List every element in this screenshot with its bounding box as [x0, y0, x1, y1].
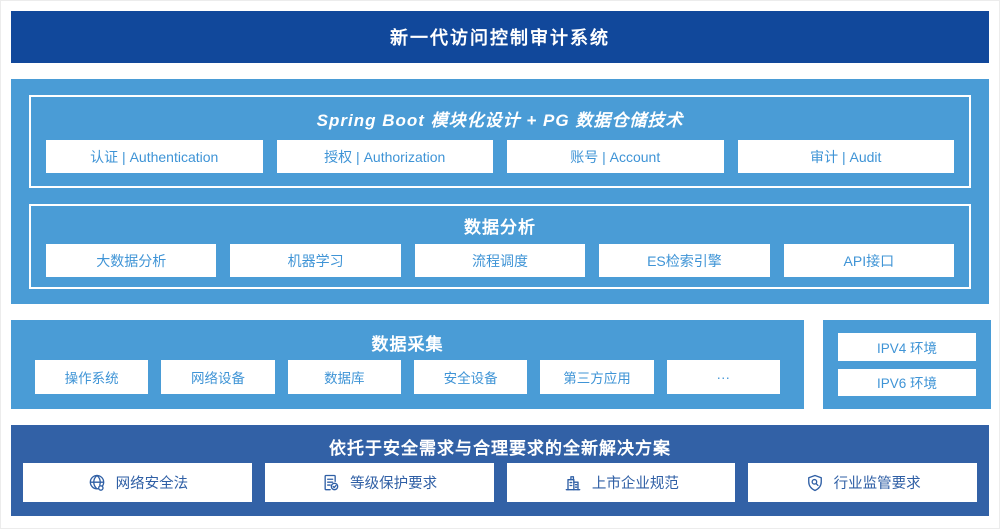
platform-section: Spring Boot 模块化设计 + PG 数据仓储技术 认证 | Authe…: [11, 79, 989, 304]
module-authentication: 认证 | Authentication: [46, 140, 263, 173]
data-analysis-box: 数据分析 大数据分析 机器学习 流程调度 ES检索引擎 API接口: [29, 204, 971, 289]
spring-boot-modules: 认证 | Authentication 授权 | Authorization 账…: [46, 140, 954, 173]
requirement-label: 网络安全法: [115, 476, 189, 492]
module-account: 账号 | Account: [507, 140, 724, 173]
system-title-banner: 新一代访问控制审计系统: [11, 11, 989, 63]
source-operating-system: 操作系统: [35, 360, 149, 394]
data-collection-section: 数据采集 操作系统 网络设备 数据库 安全设备 第三方应用 ···: [11, 320, 804, 409]
data-analysis-title: 数据分析: [464, 217, 536, 237]
globe-icon: [87, 473, 107, 493]
data-collection-sources: 操作系统 网络设备 数据库 安全设备 第三方应用 ···: [35, 360, 780, 394]
requirement-classified-protection: 等级保护要求: [264, 463, 494, 502]
source-third-party-app: 第三方应用: [540, 360, 654, 394]
spring-boot-module-box: Spring Boot 模块化设计 + PG 数据仓储技术 认证 | Authe…: [29, 95, 971, 188]
requirement-label: 行业监管要求: [833, 476, 921, 492]
requirement-label: 等级保护要求: [350, 476, 438, 492]
requirement-listed-company-standard: 上市企业规范: [506, 463, 736, 502]
solution-requirements: 网络安全法 等级保护要求: [23, 463, 977, 502]
building-icon: [563, 473, 583, 493]
data-collection-title: 数据采集: [371, 335, 444, 354]
spring-boot-title: Spring Boot 模块化设计 + PG 数据仓储技术: [316, 111, 684, 130]
module-audit: 审计 | Audit: [737, 140, 954, 173]
requirement-label: 上市企业规范: [591, 476, 679, 492]
source-ellipsis: ···: [666, 360, 780, 394]
module-api-interface: API接口: [783, 244, 955, 277]
module-machine-learning: 机器学习: [230, 244, 401, 277]
env-ipv6: IPV6 环境: [838, 368, 976, 396]
module-authorization: 授权 | Authorization: [276, 140, 493, 173]
system-title: 新一代访问控制审计系统: [390, 28, 610, 48]
solution-section: 依托于安全需求与合理要求的全新解决方案 网络安全法: [11, 425, 989, 516]
source-network-device: 网络设备: [161, 360, 275, 394]
module-workflow-scheduling: 流程调度: [414, 244, 586, 277]
source-security-device: 安全设备: [413, 360, 528, 394]
solution-title: 依托于安全需求与合理要求的全新解决方案: [329, 438, 671, 458]
requirement-cybersecurity-law: 网络安全法: [23, 463, 252, 502]
env-ipv4: IPV4 环境: [838, 333, 976, 361]
shield-search-icon: [805, 473, 825, 493]
document-check-icon: [321, 473, 341, 493]
environments-section: IPV4 环境 IPV6 环境: [823, 320, 991, 409]
module-bigdata-analysis: 大数据分析: [46, 244, 217, 277]
source-database: 数据库: [287, 360, 401, 394]
data-analysis-modules: 大数据分析 机器学习 流程调度 ES检索引擎 API接口: [46, 244, 955, 277]
requirement-industry-regulation: 行业监管要求: [748, 463, 977, 502]
module-es-search-engine: ES检索引擎: [599, 244, 770, 277]
